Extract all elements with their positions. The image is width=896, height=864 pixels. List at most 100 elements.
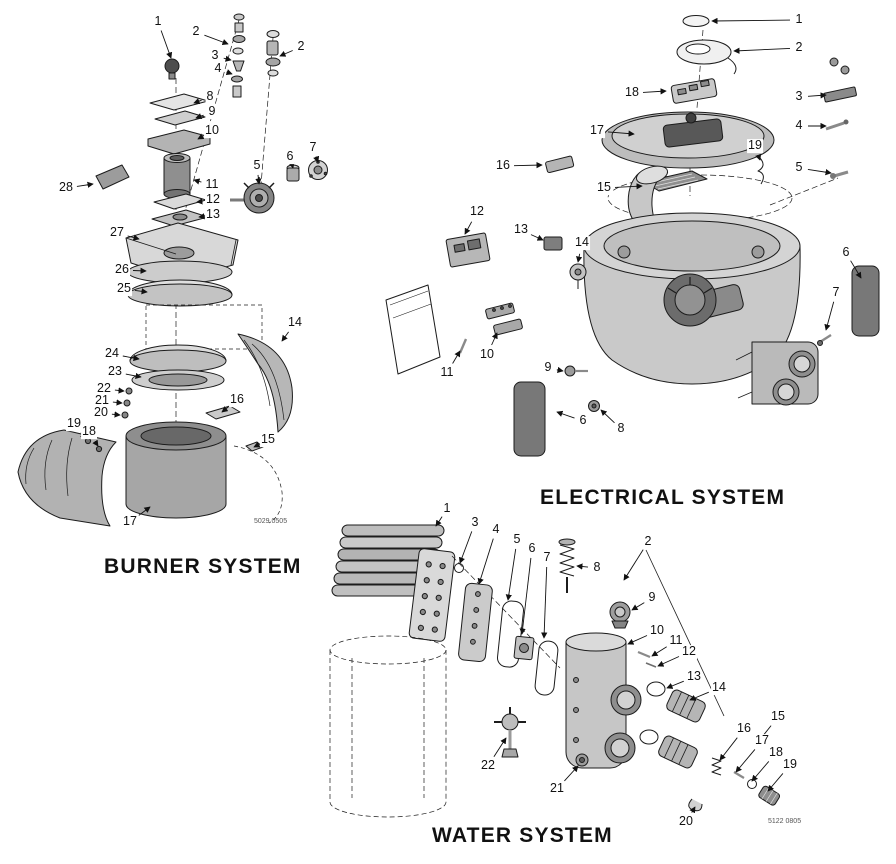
water-pin-12 xyxy=(645,662,657,668)
water-header-plate-4 xyxy=(458,582,493,663)
leader-line-water-system-6 xyxy=(519,557,532,635)
leader-line-water-system-2 xyxy=(623,549,644,581)
leader-line-burner-system-14 xyxy=(281,331,289,342)
leader-line-burner-system-8 xyxy=(193,98,202,105)
water-union-tailpiece-14b xyxy=(658,735,698,769)
water-thermal-regulator-9 xyxy=(609,601,631,629)
burner-blower-5 xyxy=(230,177,275,214)
leader-line-electrical-system-9 xyxy=(556,366,564,374)
leader-line-water-system-11 xyxy=(651,646,667,657)
burner-dashed-shell xyxy=(233,445,283,524)
leader-line-water-system-16 xyxy=(719,737,738,761)
water-system-title: WATER SYSTEM xyxy=(432,824,613,847)
water-bypass-spring-8 xyxy=(558,538,576,593)
leader-line-water-system-7 xyxy=(541,566,548,639)
burner-ring-23 xyxy=(131,369,225,391)
water-assembly-bracket-2 xyxy=(645,549,725,717)
leader-line-water-system-5 xyxy=(505,548,517,601)
burner-gaskets-12-13 xyxy=(151,193,209,227)
leader-line-water-system-13 xyxy=(666,680,684,689)
electrical-side-panel-right-6 xyxy=(851,265,880,337)
electrical-pin-4 xyxy=(825,119,849,131)
leader-line-electrical-system-3 xyxy=(807,92,827,99)
leader-line-electrical-system-19 xyxy=(755,153,762,161)
water-drain-plug-21 xyxy=(575,753,589,767)
burner-doc-number: 5029 0505 xyxy=(254,518,288,525)
leader-line-water-system-22 xyxy=(493,737,507,757)
leader-line-water-system-15 xyxy=(757,725,772,743)
burner-fitting-stack-2-3-4 xyxy=(231,13,281,98)
leader-line-burner-system-1 xyxy=(160,30,173,59)
leader-line-electrical-system-6 xyxy=(556,410,575,419)
leader-line-burner-system-20 xyxy=(111,411,121,418)
leader-line-electrical-system-15 xyxy=(614,183,643,190)
leader-line-water-system-12 xyxy=(657,656,680,667)
water-explosion-axis xyxy=(451,555,561,669)
electrical-manual-book xyxy=(385,284,441,375)
leader-line-water-system-9 xyxy=(631,602,645,611)
water-oring-13b xyxy=(639,729,659,745)
burner-screws-20-21-22 xyxy=(121,387,133,419)
leader-line-water-system-3 xyxy=(458,531,473,564)
leader-line-electrical-system-17 xyxy=(607,130,635,137)
electrical-blower-motor xyxy=(663,273,744,327)
water-tank-dashed-outline xyxy=(329,635,447,818)
electrical-sensor-14 xyxy=(569,263,587,289)
leader-line-burner-system-16 xyxy=(221,406,229,413)
water-system-artwork xyxy=(329,524,781,818)
electrical-screw-7 xyxy=(817,333,832,346)
burner-system-artwork xyxy=(17,13,328,527)
water-gasket-5 xyxy=(496,600,524,668)
leader-line-electrical-system-14 xyxy=(576,253,583,263)
electrical-wire-19 xyxy=(757,157,764,185)
leader-line-electrical-system-2 xyxy=(733,47,791,54)
leader-line-electrical-system-11 xyxy=(452,350,461,364)
burner-dome-24 xyxy=(129,344,227,373)
burner-gas-knob-1 xyxy=(164,58,180,80)
leader-line-water-system-14 xyxy=(689,691,709,701)
water-screw-11 xyxy=(637,650,651,659)
leader-line-burner-system-10 xyxy=(197,133,205,140)
leader-line-electrical-system-6 xyxy=(850,260,862,279)
burner-venturi-11 xyxy=(163,153,191,199)
leader-line-electrical-system-1 xyxy=(711,17,791,25)
electrical-system-title: ELECTRICAL SYSTEM xyxy=(540,486,786,509)
leader-line-water-system-19 xyxy=(767,773,784,792)
electrical-control-board-12 xyxy=(445,232,491,268)
water-gasket-7 xyxy=(534,640,559,696)
leader-line-electrical-system-12 xyxy=(464,221,473,235)
leader-line-burner-system-6 xyxy=(288,161,295,169)
leader-line-electrical-system-5 xyxy=(807,168,832,176)
leader-line-burner-system-18 xyxy=(92,439,99,447)
leader-line-burner-system-25 xyxy=(134,288,148,295)
leader-line-burner-system-5 xyxy=(255,174,262,185)
electrical-system-artwork xyxy=(385,15,880,457)
leader-line-burner-system-22 xyxy=(114,387,125,394)
water-relief-valve-22 xyxy=(494,707,526,758)
electrical-screw-11 xyxy=(458,338,468,354)
leader-line-electrical-system-18 xyxy=(642,88,667,95)
leader-line-water-system-4 xyxy=(477,538,494,585)
electrical-sensor-9 xyxy=(564,365,588,377)
leader-line-burner-system-26 xyxy=(132,267,147,274)
leader-line-water-system-21 xyxy=(564,765,579,782)
burner-right-shell-14 xyxy=(237,333,293,433)
burner-dome-25 xyxy=(127,279,233,307)
leader-line-electrical-system-13 xyxy=(530,234,544,241)
electrical-relay-13 xyxy=(543,236,563,251)
leader-line-water-system-1 xyxy=(435,516,443,527)
electrical-manifold-ports xyxy=(735,341,819,406)
leader-line-burner-system-3 xyxy=(223,55,232,62)
leader-line-burner-system-12 xyxy=(196,198,203,205)
burner-system-title: BURNER SYSTEM xyxy=(104,555,302,578)
leader-line-burner-system-2 xyxy=(204,34,229,46)
electrical-bracket-16 xyxy=(545,155,575,174)
leader-line-burner-system-15 xyxy=(253,441,261,448)
leader-line-burner-system-7 xyxy=(313,155,320,163)
leader-line-burner-system-27 xyxy=(127,234,140,241)
electrical-keypad-18 xyxy=(670,78,718,104)
electrical-terminal-blocks-10 xyxy=(485,302,523,336)
